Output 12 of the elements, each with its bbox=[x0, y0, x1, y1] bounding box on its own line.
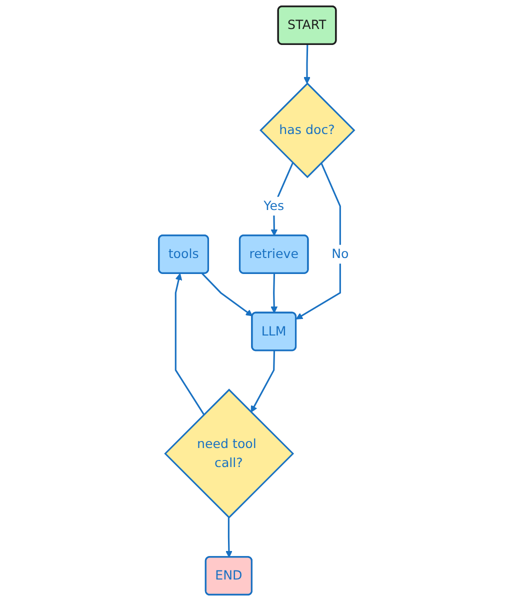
arrow bbox=[270, 162, 294, 236]
edge-label: Yes bbox=[264, 198, 284, 214]
arrow bbox=[202, 273, 253, 316]
arrow bbox=[296, 162, 341, 320]
arrow bbox=[226, 517, 232, 558]
node-diamond: need tool call? bbox=[164, 388, 294, 519]
edge-label: No bbox=[332, 246, 349, 262]
arrow bbox=[174, 273, 205, 415]
node-diamond: has doc? bbox=[260, 82, 356, 178]
arrow bbox=[270, 274, 278, 314]
arrow bbox=[304, 44, 310, 84]
arrow bbox=[250, 350, 276, 412]
